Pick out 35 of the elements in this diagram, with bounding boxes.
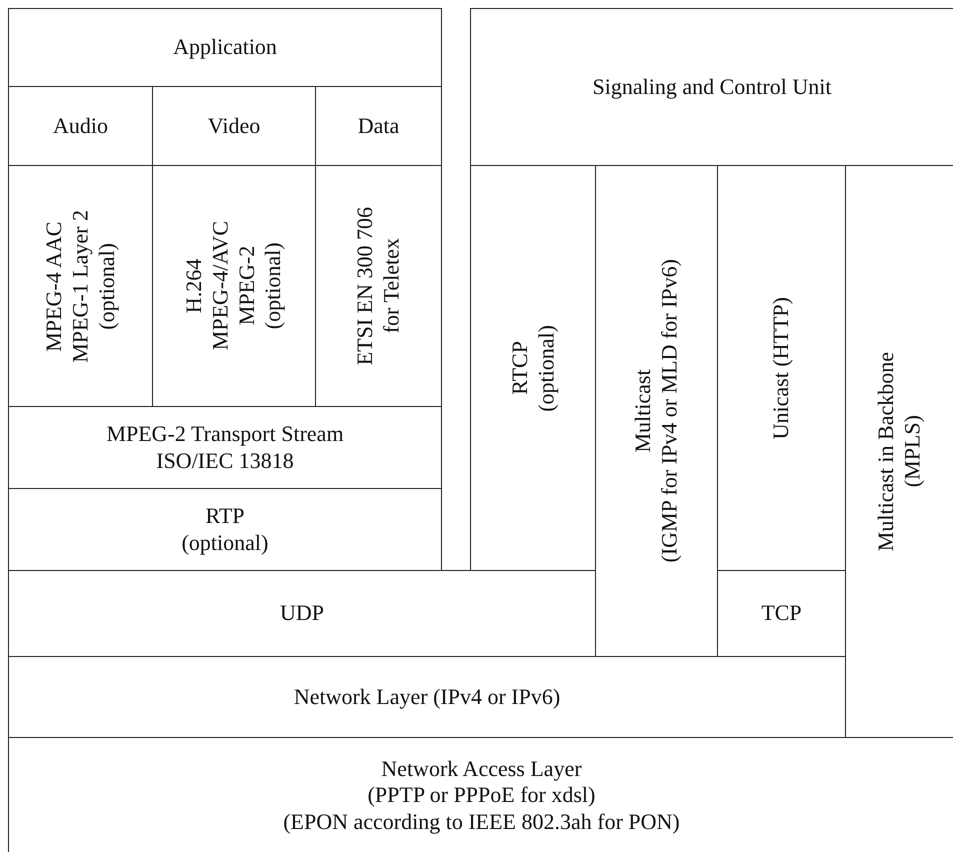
layer-label: MPEG-2 [234, 246, 260, 326]
layer-label: H.264 [181, 258, 208, 314]
layer-label: Video [208, 112, 260, 140]
layer-label: Audio [53, 112, 108, 140]
layer-label: (EPON according to IEEE 802.3ah for PON) [283, 808, 680, 836]
layer-label: (MPLS) [900, 415, 926, 488]
layer-label: Signaling and Control Unit [592, 74, 832, 100]
layer-label: RTP [205, 503, 244, 530]
layer-label: MPEG-2 Transport Stream [106, 421, 344, 448]
layer-label: UDP [280, 600, 324, 627]
layer-label: TCP [761, 600, 802, 627]
layer-label: (optional) [182, 530, 268, 556]
layer-label: (optional) [533, 324, 560, 412]
layer-label: MPEG-1 Layer 2 [67, 210, 94, 362]
layer-label: for Teletex [378, 238, 404, 334]
layer-label: (IGMP for IPv4 or MLD for IPv6) [656, 259, 682, 563]
layer-label: (optional) [94, 242, 120, 330]
layer-label: RTCP [506, 341, 533, 395]
layer-label: Data [358, 112, 400, 140]
layer-label: Unicast (HTTP) [768, 296, 794, 440]
layer-label: Application [173, 34, 277, 61]
protocol-layer-box [8, 8, 442, 87]
layer-label: Multicast in Backbone [873, 352, 900, 552]
layer-label: MPEG-4/AVC [208, 221, 234, 351]
layer-label: MPEG-4 AAC [40, 220, 67, 352]
layer-label: Multicast [630, 369, 656, 453]
layer-label: (PPTP or PPPoE for xdsl) [368, 782, 596, 809]
protocol-layer-box [8, 488, 442, 571]
layer-label: (optional) [260, 242, 286, 330]
protocol-layer-box [470, 8, 953, 166]
layer-label: Network Layer (IPv4 or IPv6) [294, 684, 560, 710]
layer-label: ISO/IEC 13818 [156, 448, 294, 474]
layer-label: ETSI EN 300 706 [352, 206, 378, 366]
protocol-layer-box [8, 406, 442, 489]
layer-label: Network Access Layer [381, 756, 582, 782]
